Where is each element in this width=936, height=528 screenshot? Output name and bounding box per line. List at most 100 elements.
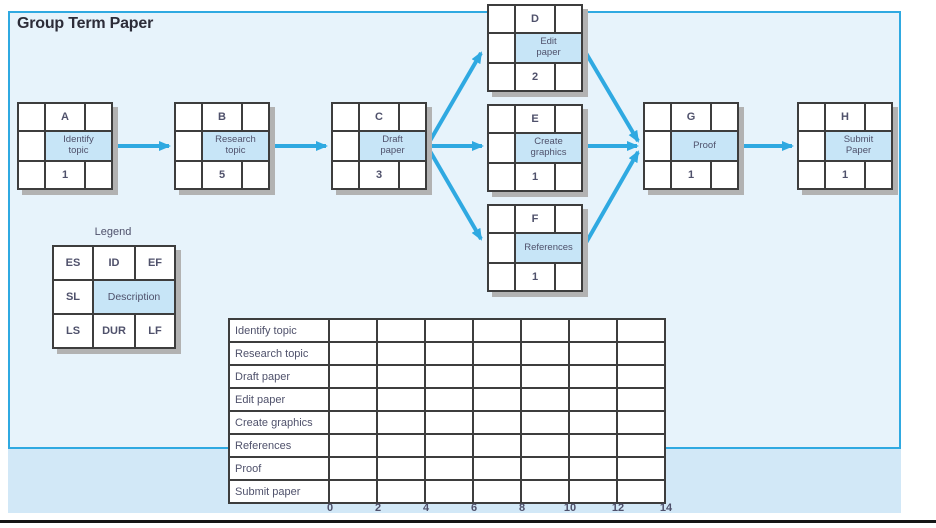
axis-tick-label: 8 [518,502,526,514]
lf-cell [556,164,581,190]
dur-cell: 5 [203,162,241,188]
ef-cell [86,104,111,130]
gantt-cell [378,481,424,502]
gantt-cell [570,481,616,502]
ef-cell [243,104,268,130]
legend-node: ES ID EF SL Description LS DUR LF [52,245,176,349]
axis-tick-label: 12 [611,502,625,514]
es-cell [489,206,514,232]
ls-cell [489,64,514,90]
description-cell: References [516,234,581,262]
gantt-cell [474,389,520,410]
ls-cell [645,162,670,188]
id-cell: B [203,104,241,130]
lf-cell [400,162,425,188]
gantt-cell [426,435,472,456]
sl-cell [799,132,824,160]
gantt-cell [378,412,424,433]
axis-tick-label: 10 [563,502,577,514]
gantt-cell [330,458,376,479]
gantt-cell [426,366,472,387]
dur-cell: 1 [516,164,554,190]
es-cell [489,6,514,32]
gantt-cell [474,412,520,433]
gantt-cell [426,481,472,502]
legend-sl-cell: SL [54,281,92,313]
gantt-cell [618,481,664,502]
id-cell: G [672,104,710,130]
gantt-cell [426,458,472,479]
gantt-row-label: Edit paper [230,389,328,410]
sl-cell [176,132,201,160]
gantt-cell [330,435,376,456]
gantt-cell [378,389,424,410]
ls-cell [176,162,201,188]
gantt-cell [474,320,520,341]
ls-cell [799,162,824,188]
id-cell: F [516,206,554,232]
legend-ls-cell: LS [54,315,92,347]
es-cell [489,106,514,132]
es-cell [333,104,358,130]
sl-cell [489,234,514,262]
lf-cell [243,162,268,188]
dur-cell: 1 [826,162,864,188]
gantt-cell [426,320,472,341]
dur-cell: 1 [672,162,710,188]
lf-cell [866,162,891,188]
gantt-cell [330,343,376,364]
gantt-cell [522,481,568,502]
es-cell [645,104,670,130]
gantt-row-label: Identify topic [230,320,328,341]
legend-es-cell: ES [54,247,92,279]
sl-cell [645,132,670,160]
es-cell [176,104,201,130]
gantt-cell [618,343,664,364]
ef-cell [866,104,891,130]
ef-cell [556,206,581,232]
gantt-cell [330,389,376,410]
legend-lf-cell: LF [136,315,174,347]
gantt-cell [522,366,568,387]
gantt-cell [522,320,568,341]
gantt-cell [618,458,664,479]
gantt-cell [618,412,664,433]
gantt-row-label: Research topic [230,343,328,364]
sl-cell [489,34,514,62]
description-cell: Proof [672,132,737,160]
ef-cell [712,104,737,130]
ef-cell [556,106,581,132]
gantt-cell [474,458,520,479]
id-cell: E [516,106,554,132]
gantt-cell [330,481,376,502]
dur-cell: 1 [516,264,554,290]
gantt-cell [618,435,664,456]
legend-id-cell: ID [94,247,134,279]
gantt-row-label: Create graphics [230,412,328,433]
legend-title: Legend [94,226,132,238]
ls-cell [19,162,44,188]
lf-cell [556,264,581,290]
ls-cell [489,264,514,290]
gantt-cell [570,343,616,364]
gantt-cell [618,320,664,341]
gantt-cell [618,366,664,387]
gantt-row-label: Proof [230,458,328,479]
ls-cell [489,164,514,190]
gantt-cell [378,320,424,341]
axis-tick-label: 0 [326,502,334,514]
gantt-cell [570,435,616,456]
axis-tick-label: 6 [470,502,478,514]
gantt-cell [570,458,616,479]
gantt-cell [618,389,664,410]
gantt-cell [522,389,568,410]
gantt-cell [522,435,568,456]
gantt-cell [330,366,376,387]
gantt-cell [570,389,616,410]
